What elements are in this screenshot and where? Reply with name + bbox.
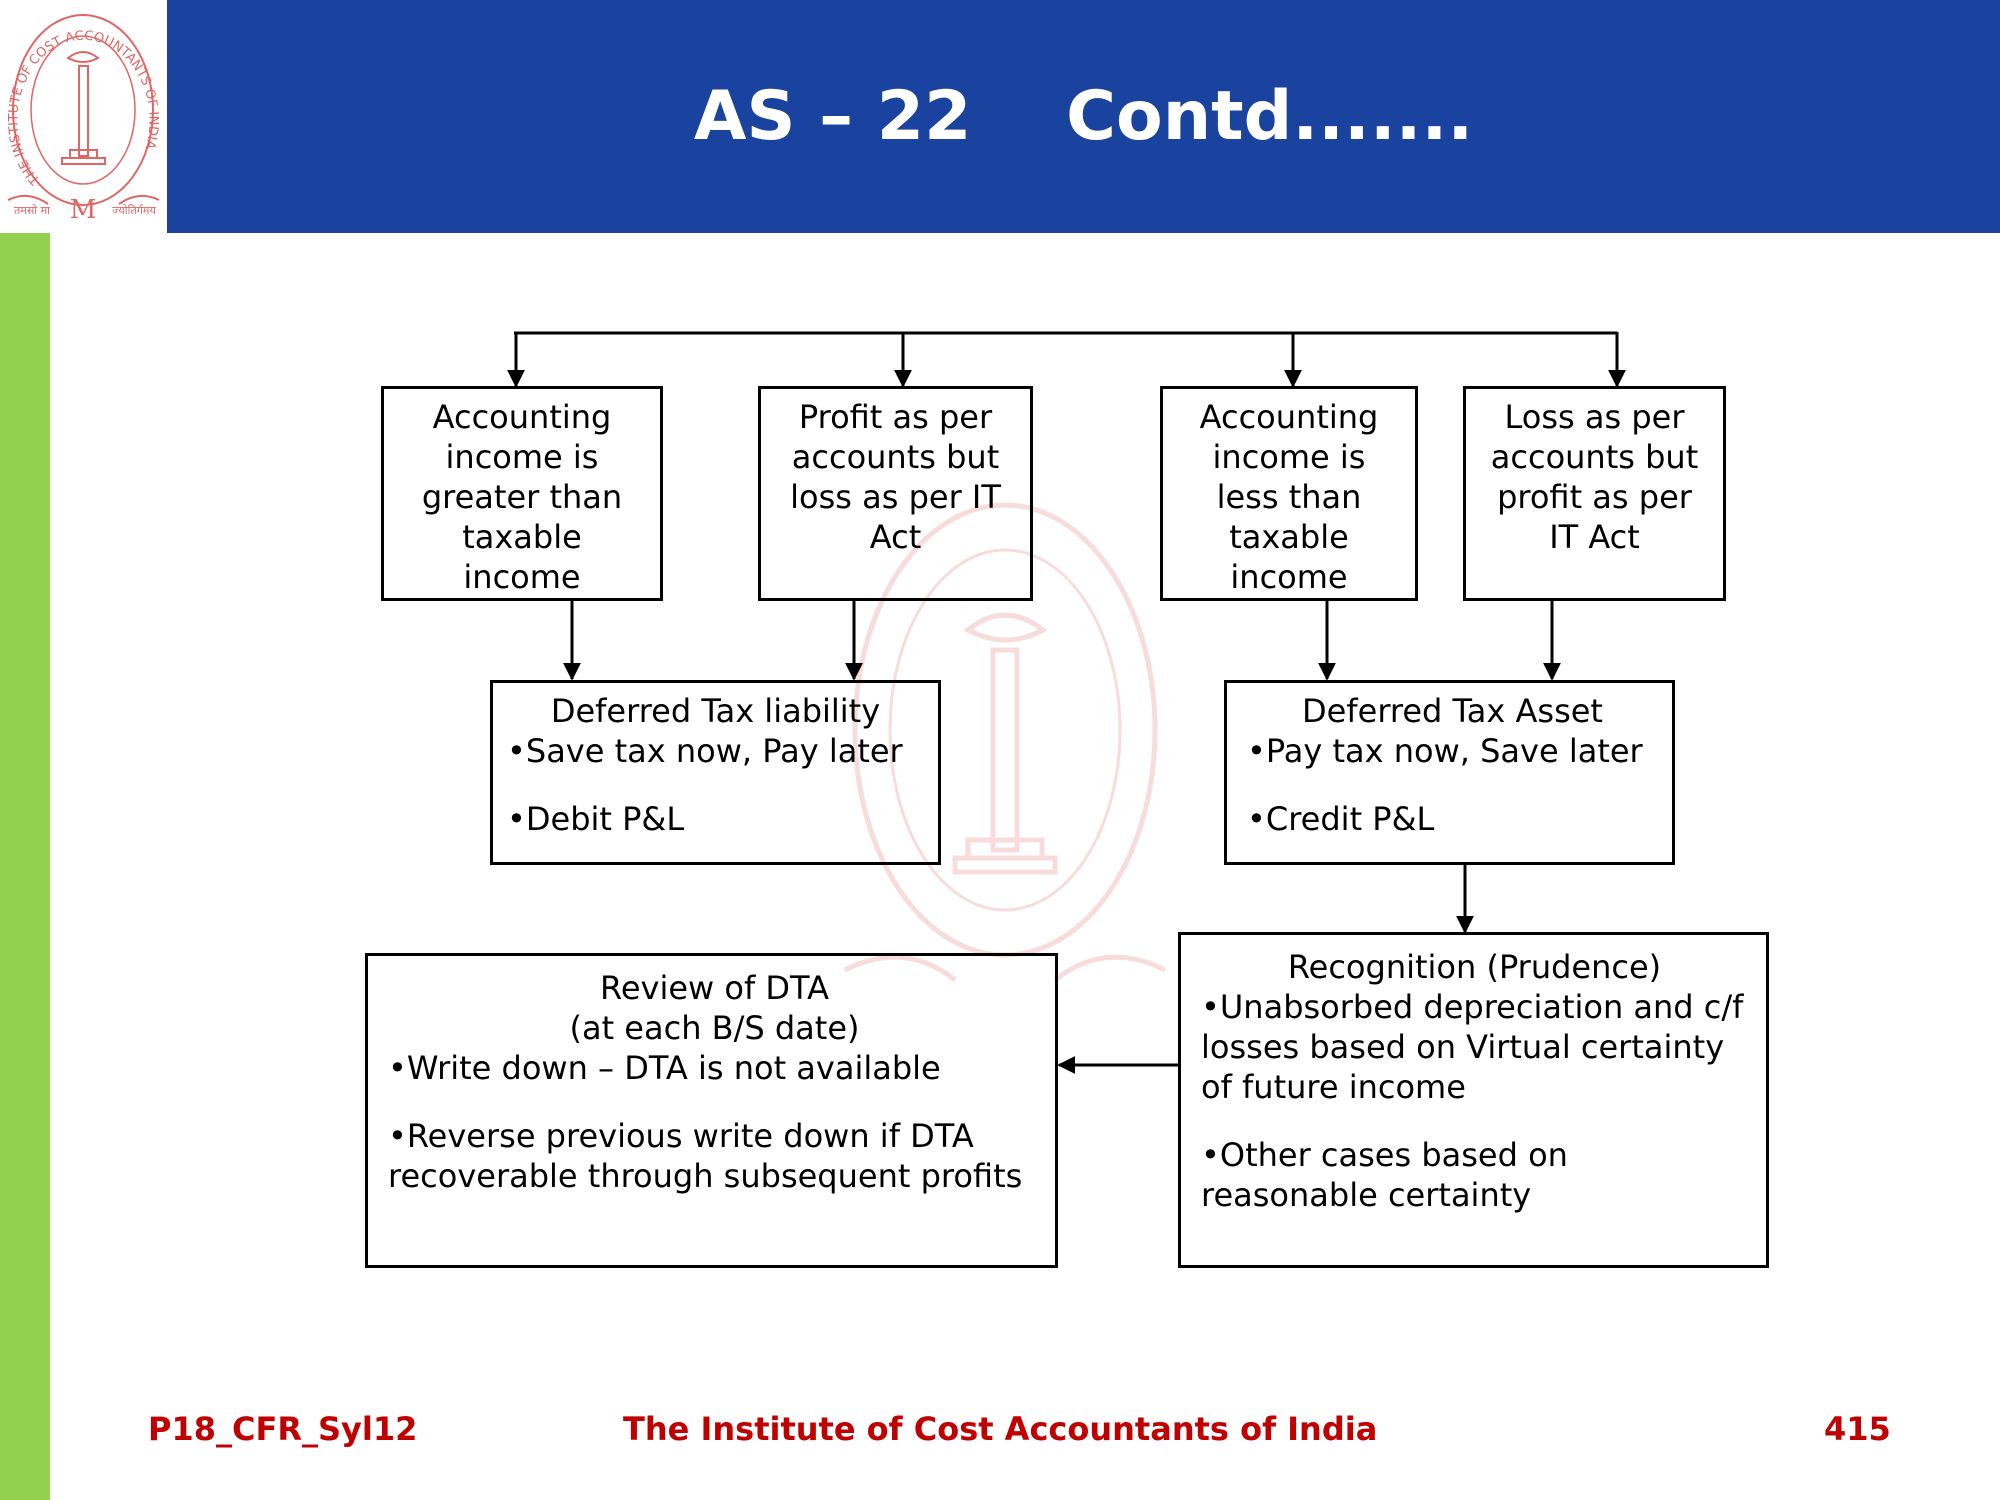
logo-motto-right: ज्योतिर्गमय: [112, 204, 156, 217]
box-deferred-tax-liability: Deferred Tax liability •Save tax now, Pa…: [490, 680, 941, 865]
logo-motto-left: तमसो मा: [14, 204, 50, 217]
box-accounting-income-less: Accounting income is less than taxable i…: [1160, 386, 1418, 601]
box-review-of-dta: Review of DTA (at each B/S date) •Write …: [365, 953, 1058, 1268]
institute-logo: THE INSTITUTE OF COST ACCOUNTANTS OF IND…: [0, 0, 167, 233]
recognition-bullet-other: •Other cases based on reasonable certain…: [1201, 1136, 1568, 1214]
dtl-bullet-save-tax: •Save tax now, Pay later: [507, 732, 903, 770]
dta-bullet-credit: •Credit P&L: [1247, 800, 1435, 838]
box-text: Profit as per accounts but loss as per I…: [790, 398, 1001, 556]
box-deferred-tax-asset: Deferred Tax Asset •Pay tax now, Save la…: [1224, 680, 1675, 865]
dta-heading: Deferred Tax Asset: [1302, 692, 1603, 730]
recognition-bullet-unabsorbed: •Unabsorbed depreciation and c/f losses …: [1201, 988, 1744, 1106]
box-loss-accounts-profit-it: Loss as per accounts but profit as per I…: [1463, 386, 1726, 601]
box-accounting-income-greater: Accounting income is greater than taxabl…: [381, 386, 663, 601]
footer-page-number: 415: [1824, 1410, 1891, 1448]
dtl-bullet-debit: •Debit P&L: [507, 800, 685, 838]
review-bullet-reverse: •Reverse previous write down if DTA reco…: [388, 1117, 1023, 1195]
box-text: Loss as per accounts but profit as per I…: [1490, 398, 1699, 556]
footer-institute: The Institute of Cost Accountants of Ind…: [623, 1410, 1378, 1448]
dtl-heading: Deferred Tax liability: [550, 692, 881, 730]
accent-bar: [0, 233, 50, 1500]
box-profit-accounts-loss-it: Profit as per accounts but loss as per I…: [758, 386, 1033, 601]
header-band: [167, 0, 2000, 233]
box-recognition-prudence: Recognition (Prudence) •Unabsorbed depre…: [1178, 932, 1769, 1268]
slide-title: AS – 22 Contd.......: [693, 77, 1474, 156]
review-bullet-write-down: •Write down – DTA is not available: [388, 1049, 941, 1087]
box-text: Accounting income is greater than taxabl…: [421, 398, 623, 596]
review-heading: Review of DTA: [600, 969, 829, 1007]
logo-monogram: M: [70, 195, 97, 225]
review-subheading: (at each B/S date): [569, 1009, 860, 1047]
box-text: Accounting income is less than taxable i…: [1199, 398, 1379, 596]
dta-bullet-pay-tax: •Pay tax now, Save later: [1247, 732, 1643, 770]
footer-code: P18_CFR_Syl12: [148, 1410, 418, 1448]
recognition-heading: Recognition (Prudence): [1287, 948, 1662, 986]
